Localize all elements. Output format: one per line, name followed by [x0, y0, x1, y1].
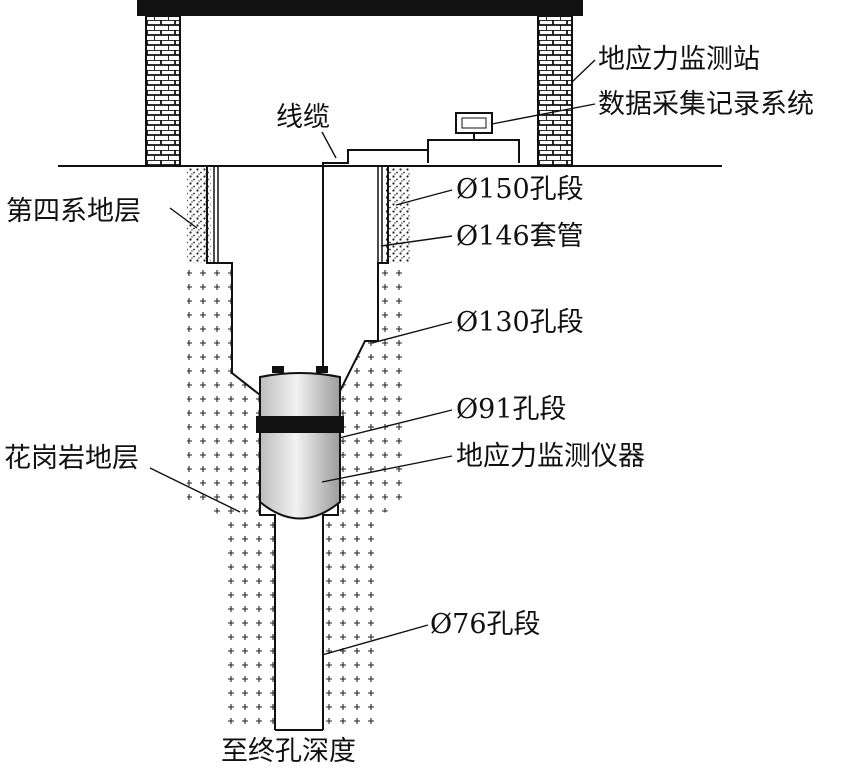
- quaternary-stratum: [187, 168, 410, 263]
- label-hole130: Ø130孔段: [456, 307, 584, 338]
- label-granite: 花岗岩地层: [4, 443, 139, 474]
- quaternary-right-zone: [386, 168, 410, 263]
- instrument-cap-nub-left: [272, 366, 284, 373]
- data-acquisition-box: [455, 112, 493, 140]
- instrument-band: [256, 416, 344, 433]
- granite-left-zone: [187, 263, 275, 730]
- leader-hole150: [395, 189, 453, 206]
- instrument-body: [259, 372, 341, 520]
- stress-monitoring-instrument: [256, 366, 344, 520]
- label-cable: 线缆: [276, 102, 330, 133]
- station-left-wall: [145, 15, 181, 167]
- leader-hole76: [321, 624, 429, 656]
- leader-acquisition: [491, 103, 596, 125]
- leader-station: [571, 59, 596, 83]
- station-right-wall: [537, 15, 573, 167]
- label-bottom: 至终孔深度: [221, 736, 356, 767]
- label-hole76: Ø76孔段: [430, 609, 541, 640]
- label-instrument: 地应力监测仪器: [456, 441, 645, 472]
- leader-lines: [149, 59, 596, 656]
- casing-146: [213, 166, 383, 263]
- leader-cable: [321, 131, 337, 159]
- station-roof: [137, 0, 583, 16]
- monitoring-station: [137, 0, 583, 167]
- instrument-cap-nub-right: [316, 366, 328, 373]
- granite-stratum: [187, 263, 410, 730]
- leader-hole91: [338, 409, 453, 439]
- label-casing146: Ø146套管: [456, 221, 584, 252]
- borehole-wall-left: [206, 166, 276, 730]
- label-hole91: Ø91孔段: [456, 394, 567, 425]
- label-quaternary: 第四系地层: [6, 196, 141, 227]
- borehole-wall-right: [322, 166, 389, 730]
- granite-right-zone: [323, 263, 410, 730]
- acquisition-screen: [455, 112, 493, 134]
- leader-granite: [149, 467, 241, 513]
- label-hole150: Ø150孔段: [456, 174, 584, 205]
- leader-casing146: [380, 235, 453, 247]
- cable-bracket: [427, 139, 520, 163]
- leader-instrument: [321, 455, 453, 483]
- label-acquisition: 数据采集记录系统: [598, 89, 814, 120]
- leader-quaternary: [169, 207, 198, 229]
- leader-hole130: [371, 321, 453, 344]
- label-station: 地应力监测站: [598, 44, 760, 75]
